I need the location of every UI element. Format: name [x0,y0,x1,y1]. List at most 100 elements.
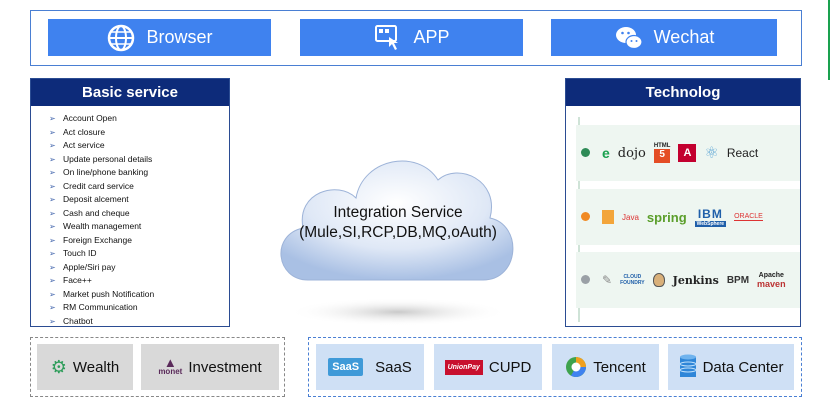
bullet-arrow-icon: ➢ [49,127,56,137]
bullet-arrow-icon: ➢ [49,168,56,177]
service-item: ➢ Deposit alcement [49,193,154,207]
service-item: ➢Touch ID [49,247,154,261]
service-item-label: Apple/Siri pay [63,261,116,272]
bullet-arrow-icon: ➢ [49,235,56,245]
investment-label: Investment [188,358,262,376]
accent-bar [828,0,830,80]
technology-panel: Technolog e dojo HTML 5 A ⚛ React Java s… [565,78,801,327]
service-item-label: Foreign Exchange [63,234,132,245]
service-item: ➢Cash and cheque [49,207,154,221]
cupd-tile[interactable]: UnionPay CUPD [434,344,542,390]
angular-icon: A [678,144,697,162]
service-item: ➢ Apple/Siri pay [49,261,154,275]
service-item: ➢ Credit card service [49,180,154,194]
investment-tile[interactable]: ▲ monet Investment [141,344,279,390]
business-frame: ⚙ Wealth ▲ monet Investment [30,337,285,397]
ie-icon: e [602,145,610,161]
ibm-websphere-logo: IBM WebSphere [694,207,727,227]
service-list: ➢ Account Open ➢ Act closure ➢ Act service ➢ Up… [49,112,154,328]
service-item-label: Deposit alcement [63,194,129,204]
wealth-label: Wealth [72,358,120,376]
service-item: ➢ Wealth management [49,220,154,234]
service-item-label: Credit card service [63,180,134,191]
timeline-dot [581,212,590,221]
service-item-label: Touch ID [63,248,97,258]
service-item: ➢ Chatbot [49,315,154,329]
monet-logo: ▲ monet [158,355,183,376]
wechat-button[interactable]: Wechat [551,19,777,56]
jenkins-icon [652,273,665,287]
wechat-label: Wechat [653,27,715,47]
saas-tile[interactable]: SaaS SaaS [316,344,424,390]
cupd-label: CUPD [488,358,532,376]
technology-title: Technolog [566,79,800,106]
bullet-arrow-icon: ➢ [49,316,56,326]
basic-service-panel: Basic service ➢ Account Open ➢ Act closure ➢… [30,78,230,327]
partners-frame: SaaS SaaS UnionPay CUPD Tencent Data Cen… [308,337,802,397]
database-icon [679,354,697,377]
data-center-tile[interactable]: Data Center [668,344,794,390]
tencent-tile[interactable]: Tencent [552,344,659,390]
bullet-arrow-icon: ➢ [49,208,56,218]
timeline-dot [581,275,590,284]
bullet-arrow-icon: ➢ [49,141,56,150]
service-item-label: Account Open [63,113,117,123]
tencent-label: Tencent [593,358,646,376]
react-label: React [726,146,759,160]
bullet-arrow-icon: ➢ [49,276,56,285]
unionpay-logo: UnionPay [444,359,483,375]
integration-title: Integration Service [333,204,463,221]
integration-stack: (Mule,SI,RCP,DB,MQ,oAuth) [299,224,497,241]
bullet-arrow-icon: ➢ [49,114,56,123]
jenkins-label: Jenkins [672,273,719,287]
monet-mountain-icon: ▲ [163,355,177,370]
bullet-arrow-icon: ➢ [49,195,56,204]
wechat-icon [615,26,643,49]
service-item: ➢On line/phone banking [49,166,154,180]
app-button[interactable]: APP [300,19,523,56]
service-item-label: RM Communication [63,302,138,312]
globe-icon [108,24,135,51]
html5-logo: HTML 5 [654,143,671,163]
bullet-arrow-icon: ➢ [49,289,56,299]
bpm-logo: BPM [726,274,750,286]
tech-row-backend: Java spring IBM WebSphere ORACLE [576,189,800,245]
service-item-label: Act service [63,140,105,150]
service-item-label: Chatbot [63,315,93,326]
browser-button[interactable]: Browser [48,19,271,56]
box-icon [602,210,614,224]
service-item: ➢ Update personal details [49,153,154,167]
service-item-label: Wealth management [63,221,142,231]
wrench-icon: ✎ [602,273,613,287]
service-item-label: Update personal details [63,153,153,164]
data-center-label: Data Center [702,358,784,376]
saas-badge-icon: SaaS [328,358,364,376]
wealth-tile[interactable]: ⚙ Wealth [37,344,133,390]
apache-maven-logo: Apache maven [757,272,786,289]
tech-row-devops: ✎ CLOUD FOUNDRY Jenkins BPM Apache maven [576,252,800,308]
timeline-dot [581,148,590,157]
app-touch-icon [375,24,399,50]
spring-logo: spring [646,209,687,225]
app-label: APP [413,27,450,47]
bullet-arrow-icon: ➢ [49,181,56,191]
service-item-label: Market push Notification [63,288,155,299]
tech-row-frontend: e dojo HTML 5 A ⚛ React [576,125,800,181]
basic-service-title: Basic service [31,79,229,106]
react-icon: ⚛ [704,145,719,162]
browser-label: Browser [146,27,213,47]
bullet-arrow-icon: ➢ [49,303,56,312]
service-item-label: Act closure [63,126,106,137]
service-item: ➢ Market push Notification [49,288,154,302]
cloud-icon [280,160,514,326]
service-item: ➢ Foreign Exchange [49,234,154,248]
service-item: ➢ Act service [49,139,154,153]
bullet-arrow-icon: ➢ [49,222,56,231]
bullet-arrow-icon: ➢ [49,262,56,272]
saas-label: SaaS [375,358,412,376]
service-item: ➢Face++ [49,274,154,288]
html5-shield-icon: 5 [654,149,671,163]
dojo-logo: dojo [617,145,646,161]
cloud-foundry-logo: CLOUD FOUNDRY [620,274,645,286]
bullet-arrow-icon: ➢ [49,154,56,164]
